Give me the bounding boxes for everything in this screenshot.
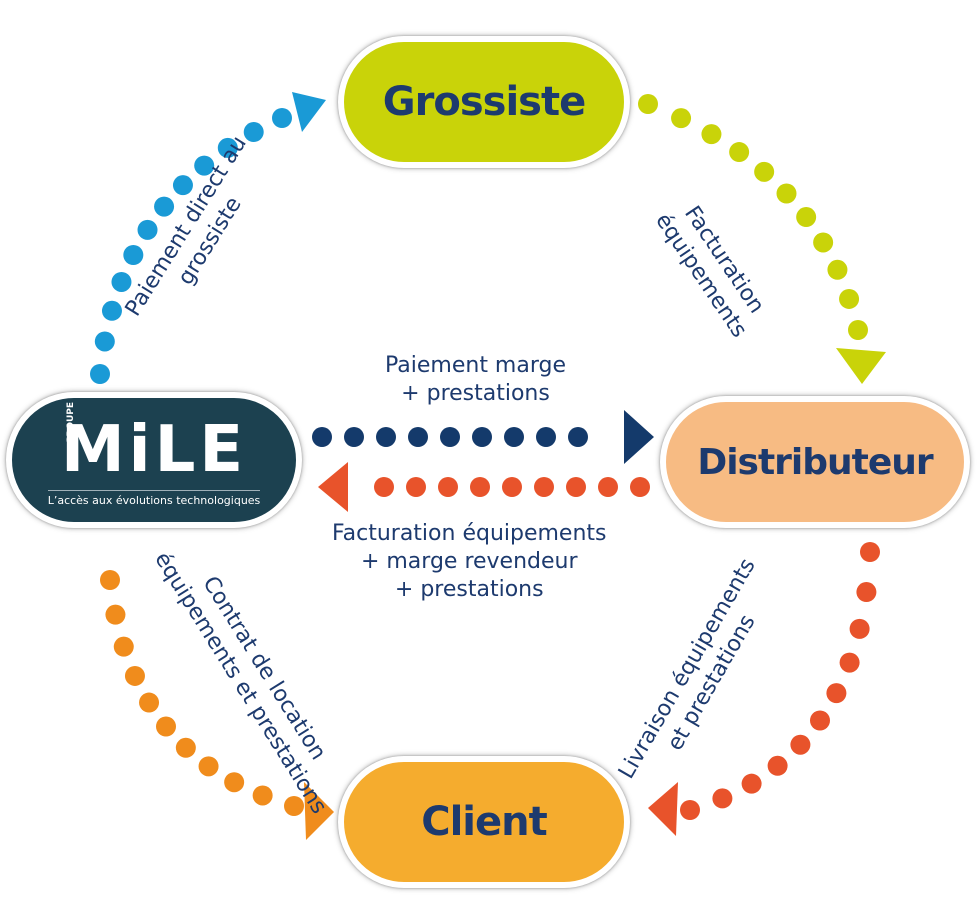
mile-logo: GROUPE MiLE L’accès aux évolutions techn…: [6, 392, 302, 528]
arrow-dot: [729, 142, 750, 163]
arrow-dot: [504, 427, 524, 447]
arrow-dot: [839, 288, 860, 309]
mile-tagline: L’accès aux évolutions technologiques: [47, 489, 261, 507]
distributeur-node: Distributeur: [660, 396, 970, 528]
arrow-dot: [741, 773, 762, 794]
arrow-dot: [827, 259, 848, 280]
arrow-head: [624, 410, 654, 464]
arrow-dot: [598, 477, 618, 497]
arrow-mile-to-client: [100, 570, 334, 840]
arrow-dot: [175, 737, 196, 758]
arrow-dot: [374, 477, 394, 497]
arrow-dot: [796, 207, 817, 228]
arrow-dot: [671, 108, 692, 129]
arrow-dot: [826, 683, 847, 704]
arrow-head: [836, 348, 886, 384]
client-label: Client: [421, 799, 548, 845]
arrow-dot: [111, 271, 132, 292]
arrow-dot: [154, 196, 175, 217]
arrow-dot: [139, 692, 160, 713]
label-paiement-marge-line2: + prestations: [401, 381, 550, 406]
arrow-head: [292, 92, 326, 132]
arrow-dot: [680, 800, 700, 820]
arrow-dot: [839, 652, 860, 673]
arrow-dot: [638, 94, 658, 114]
arrow-grossiste-to-distributeur: [638, 94, 886, 384]
arrow-dot: [472, 427, 492, 447]
arrow-dot: [124, 665, 145, 686]
arrow-head: [318, 462, 348, 512]
label-paiement-marge-line1: Paiement marge: [385, 353, 567, 378]
arrow-dot: [860, 542, 880, 562]
arrow-mile-to-distributeur: [312, 410, 654, 464]
arrow-dot: [101, 300, 122, 321]
arrow-dot: [536, 427, 556, 447]
arrow-dot: [137, 219, 158, 240]
arrow-dot: [224, 772, 245, 793]
arrow-dot: [113, 636, 134, 657]
arrow-dot: [105, 604, 126, 625]
arrow-dot: [284, 796, 304, 816]
arrow-distributeur-to-mile: [318, 462, 650, 512]
arrow-dot: [90, 364, 110, 384]
label-paiement-marge: Paiement marge + prestations: [385, 352, 566, 408]
arrow-dot: [94, 331, 115, 352]
arrow-dot: [156, 716, 176, 737]
distributeur-label: Distributeur: [697, 441, 933, 483]
arrow-dot: [252, 785, 273, 806]
mile-name: MiLE: [60, 412, 248, 487]
label-facturation-revendeur-line2: + marge revendeur: [360, 549, 578, 574]
arrow-dot: [376, 427, 396, 447]
arrow-dot: [848, 320, 868, 340]
grossiste-label: Grossiste: [382, 79, 586, 125]
client-node: Client: [338, 756, 630, 888]
arrow-dot: [776, 183, 797, 204]
arrow-dot: [767, 755, 788, 776]
label-facturation-revendeur-line3: + prestations: [394, 577, 544, 602]
arrow-head: [304, 782, 334, 840]
arrow-dot: [568, 427, 588, 447]
arrow-dot: [712, 788, 733, 809]
arrow-dot: [100, 570, 120, 590]
arrow-dot: [344, 427, 364, 447]
arrow-dot: [849, 618, 870, 639]
grossiste-node: Grossiste: [338, 36, 630, 168]
arrow-dot: [856, 582, 877, 603]
arrow-dot: [243, 122, 264, 143]
arrow-dot: [630, 477, 650, 497]
arrow-dot: [813, 232, 834, 253]
arrow-head: [648, 782, 678, 836]
arrow-dot: [217, 137, 238, 158]
arrow-mile-to-grossiste: [90, 92, 326, 384]
arrow-dot: [754, 161, 775, 182]
arrow-dot: [566, 477, 586, 497]
label-facturation-revendeur: Facturation équipements + marge revendeu…: [332, 520, 607, 604]
arrow-dot: [406, 477, 426, 497]
arrow-distributeur-to-client: [648, 542, 880, 836]
arrow-dot: [172, 175, 193, 196]
arrow-dot: [312, 427, 332, 447]
arrow-dot: [438, 477, 458, 497]
arrow-dot: [470, 477, 490, 497]
mile-groupe-text: GROUPE: [66, 401, 76, 444]
arrow-dot: [440, 427, 460, 447]
arrow-dot: [534, 477, 554, 497]
label-facturation-revendeur-line1: Facturation équipements: [332, 521, 607, 546]
arrow-dot: [502, 477, 522, 497]
arrow-dot: [198, 756, 219, 777]
arrow-dot: [272, 108, 292, 128]
arrow-dot: [790, 734, 811, 755]
arrow-dot: [701, 124, 722, 145]
arrow-dot: [810, 710, 830, 731]
arrow-dot: [408, 427, 428, 447]
arrow-dot: [194, 155, 215, 176]
arrow-dot: [123, 244, 144, 265]
